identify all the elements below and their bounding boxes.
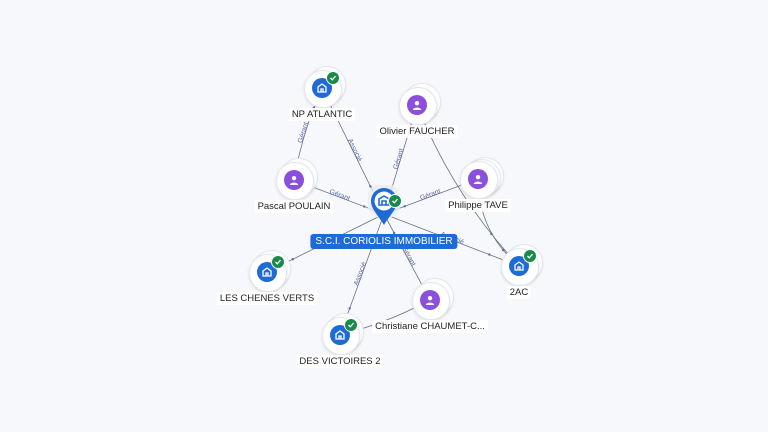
edge-label: Associé <box>346 138 363 163</box>
node-label: Philippe TAVE <box>445 199 511 212</box>
person-icon <box>407 95 427 115</box>
node-label: DES VICTOIRES 2 <box>296 355 384 368</box>
edge-arrow-marker <box>501 248 505 252</box>
edge-arrow-marker <box>291 258 294 261</box>
person-icon <box>420 290 440 310</box>
verified-check-icon <box>326 71 340 85</box>
edge-arrow-marker <box>488 253 491 256</box>
verified-check-icon <box>388 194 402 208</box>
verified-check-icon <box>523 249 537 263</box>
node-label: NP ATLANTIC <box>288 108 356 121</box>
edge-label: Associé <box>353 261 368 287</box>
node-label: LES CHENES VERTS <box>216 292 318 305</box>
edge-arrow-marker <box>403 205 406 208</box>
edge-label: Gérant <box>297 121 310 144</box>
person-icon <box>468 169 488 189</box>
node-label: Christiane CHAUMET-C... <box>372 320 488 333</box>
verified-check-icon <box>344 318 358 332</box>
building-icon <box>509 256 529 276</box>
node-label: Pascal POULAIN <box>254 200 334 213</box>
edge-label: Gérant <box>393 148 406 171</box>
building-icon <box>312 78 332 98</box>
person-icon <box>284 170 304 190</box>
building-icon <box>330 325 350 345</box>
edge-arrow-marker <box>363 205 366 208</box>
node-label: 2AC <box>506 286 532 299</box>
edge-arrow-marker <box>392 231 396 235</box>
node-label: Olivier FAUCHER <box>376 125 458 138</box>
edge-arrow-marker <box>369 185 372 188</box>
center-node-label: S.C.I. CORIOLIS IMMOBILIER <box>310 234 458 249</box>
building-icon <box>257 262 277 282</box>
edge-label: Gérant <box>419 188 442 202</box>
verified-check-icon <box>271 255 285 269</box>
edge-arrow-marker <box>348 307 351 310</box>
